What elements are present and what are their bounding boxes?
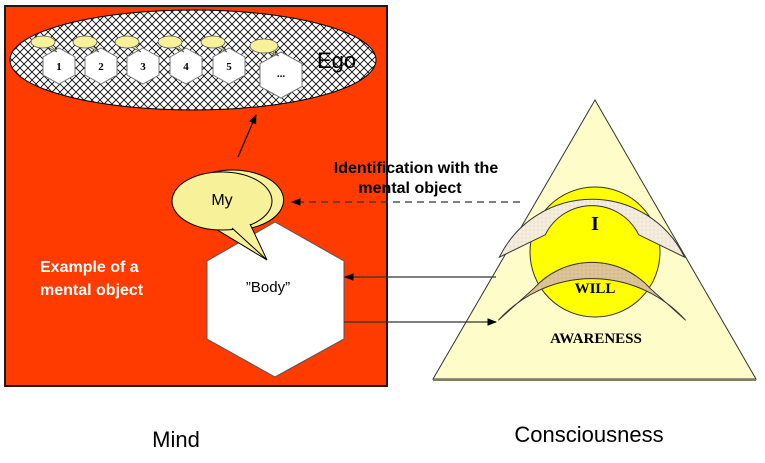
will-label: WILL: [575, 281, 616, 297]
ego-object: 4: [157, 35, 203, 85]
arrow-my-to-ego: [237, 114, 257, 158]
ego-object-hexagon: [84, 47, 118, 85]
identification-line2: mental object: [358, 180, 462, 197]
ego-object: ...: [249, 38, 303, 99]
my-bubble-body: [171, 171, 273, 231]
body-hexagon: [206, 221, 345, 378]
ego-object-bubble: [200, 35, 226, 49]
ego-object-hexagon: [259, 51, 303, 99]
example-label-line2: mental object: [40, 282, 144, 299]
ego-object-bubble: [30, 35, 56, 49]
body-object-label: ”Body”: [246, 279, 290, 296]
will-band: [498, 198, 686, 259]
my-bubble-tail-cover: [233, 222, 250, 230]
ego-object-label: 1: [56, 61, 62, 73]
ego-object: 1: [30, 35, 76, 85]
ego-object-bubble: [114, 35, 140, 49]
i-label: I: [591, 213, 599, 235]
awareness-label: AWARENESS: [550, 331, 642, 347]
ego-object: 5: [200, 35, 246, 85]
my-bubble-tail: [231, 223, 268, 261]
identification-line1: Identification with the: [334, 160, 499, 177]
ego-objects: 1 2 3 4 5...: [30, 35, 303, 99]
i-circle: [529, 186, 661, 318]
ego-object-label: ...: [277, 68, 286, 80]
consciousness-label: Consciousness: [514, 422, 663, 447]
ego-object-label: 3: [140, 61, 146, 73]
ego-object: 3: [114, 35, 160, 85]
ego-object-hexagon: [126, 47, 160, 85]
ego-object-hexagon: [42, 47, 76, 85]
ego-object-bubble: [157, 35, 183, 49]
ego-object-label: 4: [183, 61, 189, 73]
ego-object: 2: [72, 35, 118, 85]
mind-label: Mind: [152, 427, 200, 452]
ego-object-label: 5: [226, 61, 232, 73]
ego-object-bubble: [72, 35, 98, 49]
ego-object-label: 2: [98, 61, 104, 73]
ego-object-bubble: [249, 38, 279, 54]
ego-label: Ego: [317, 48, 356, 73]
my-bubble-label: My: [211, 192, 232, 209]
ego-object-hexagon: [212, 47, 246, 85]
example-label-line1: Example of a: [40, 259, 139, 276]
ego-object-hexagon: [169, 47, 203, 85]
awareness-band: [497, 261, 687, 321]
